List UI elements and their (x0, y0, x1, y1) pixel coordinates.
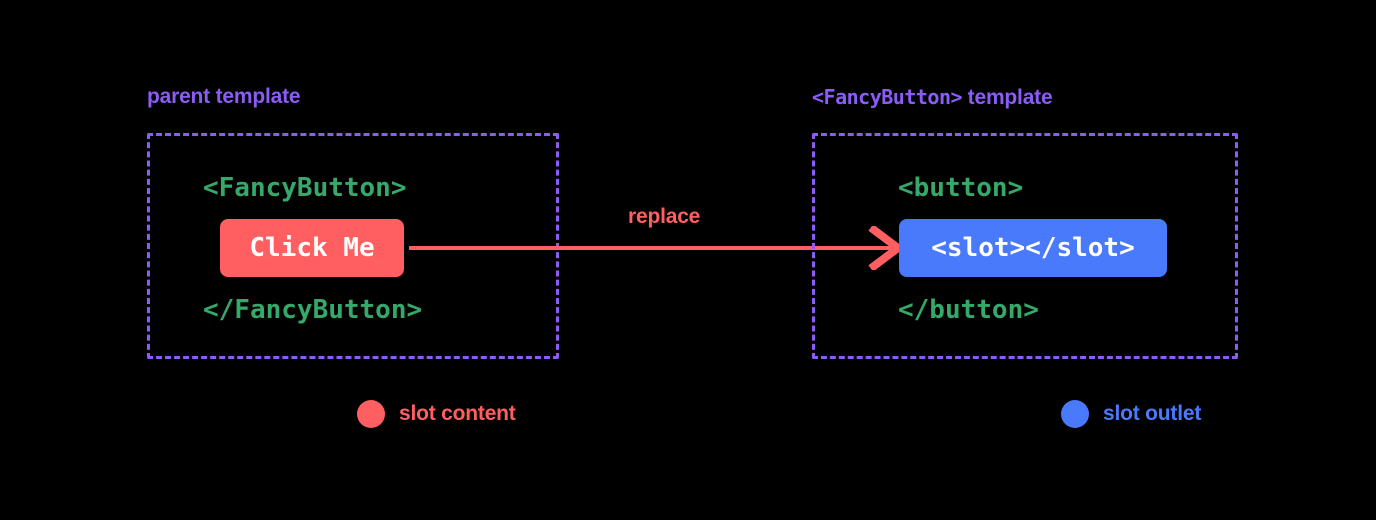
child-close-tag: </button> (898, 295, 1039, 325)
legend-item-slot-content: slot content (357, 400, 516, 428)
legend-label-slot-content: slot content (399, 402, 516, 425)
child-open-tag: <button> (898, 173, 1024, 203)
slot-content-dot-icon (357, 400, 385, 428)
slot-outlet-chip[interactable]: <slot></slot> (899, 219, 1167, 277)
arrow-label-replace: replace (628, 205, 701, 228)
replace-arrow-line (409, 246, 891, 250)
arrow-head-icon (868, 226, 904, 270)
legend-item-slot-outlet: slot outlet (1061, 400, 1201, 428)
child-template-box (812, 133, 1238, 359)
parent-open-tag: <FancyButton> (203, 173, 407, 203)
slot-outlet-dot-icon (1061, 400, 1089, 428)
legend-label-slot-outlet: slot outlet (1103, 402, 1202, 425)
child-template-label-suffix: template (962, 86, 1053, 109)
child-template-label-tag: <FancyButton> (812, 85, 963, 109)
parent-close-tag: </FancyButton> (203, 295, 423, 325)
slot-content-chip[interactable]: Click Me (220, 219, 404, 277)
parent-template-label: parent template (147, 85, 301, 108)
child-template-label: <FancyButton> template (812, 85, 1053, 110)
